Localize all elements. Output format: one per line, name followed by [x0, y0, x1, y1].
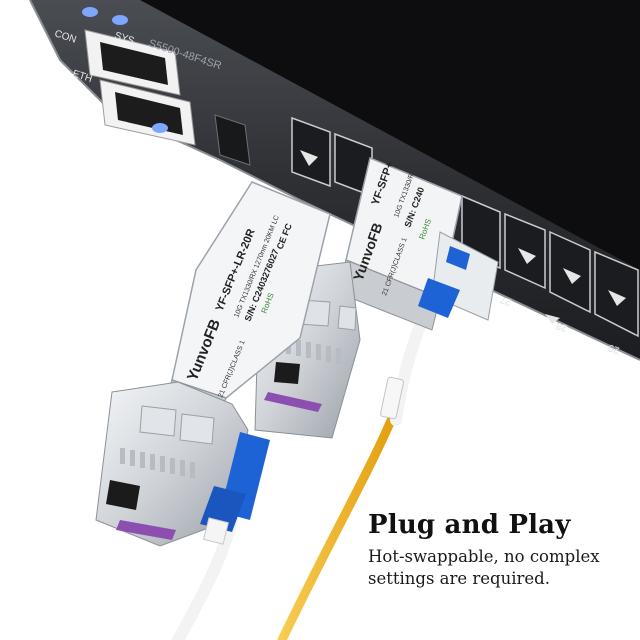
port-number-29: 29 — [606, 341, 621, 355]
yellow-fiber-cable — [277, 413, 397, 640]
usb-port — [214, 114, 251, 166]
purple-tab-left — [116, 520, 176, 540]
caption-line-1: Hot-swappable, no complex — [368, 547, 600, 566]
caption-description: Hot-swappable, no complex settings are r… — [368, 546, 630, 590]
lc-connector-right — [418, 231, 499, 321]
led-sys-icon — [112, 15, 128, 25]
port-number-28: 28 — [554, 319, 569, 333]
rj45-port-bottom — [99, 79, 196, 146]
lc-connector-left — [200, 432, 270, 545]
caption-block: Plug and Play Hot-swappable, no complex … — [368, 510, 630, 590]
white-fiber-cable-left — [172, 514, 238, 640]
port-number-27: 27 — [498, 293, 513, 307]
led-eth-icon — [152, 123, 168, 133]
caption-title: Plug and Play — [368, 510, 571, 540]
rj45-port-top — [84, 29, 181, 96]
purple-tab-right — [264, 392, 322, 412]
caption-line-2: settings are required. — [368, 569, 550, 588]
sfp-cage-row — [291, 116, 639, 338]
led-con-icon — [82, 7, 98, 17]
